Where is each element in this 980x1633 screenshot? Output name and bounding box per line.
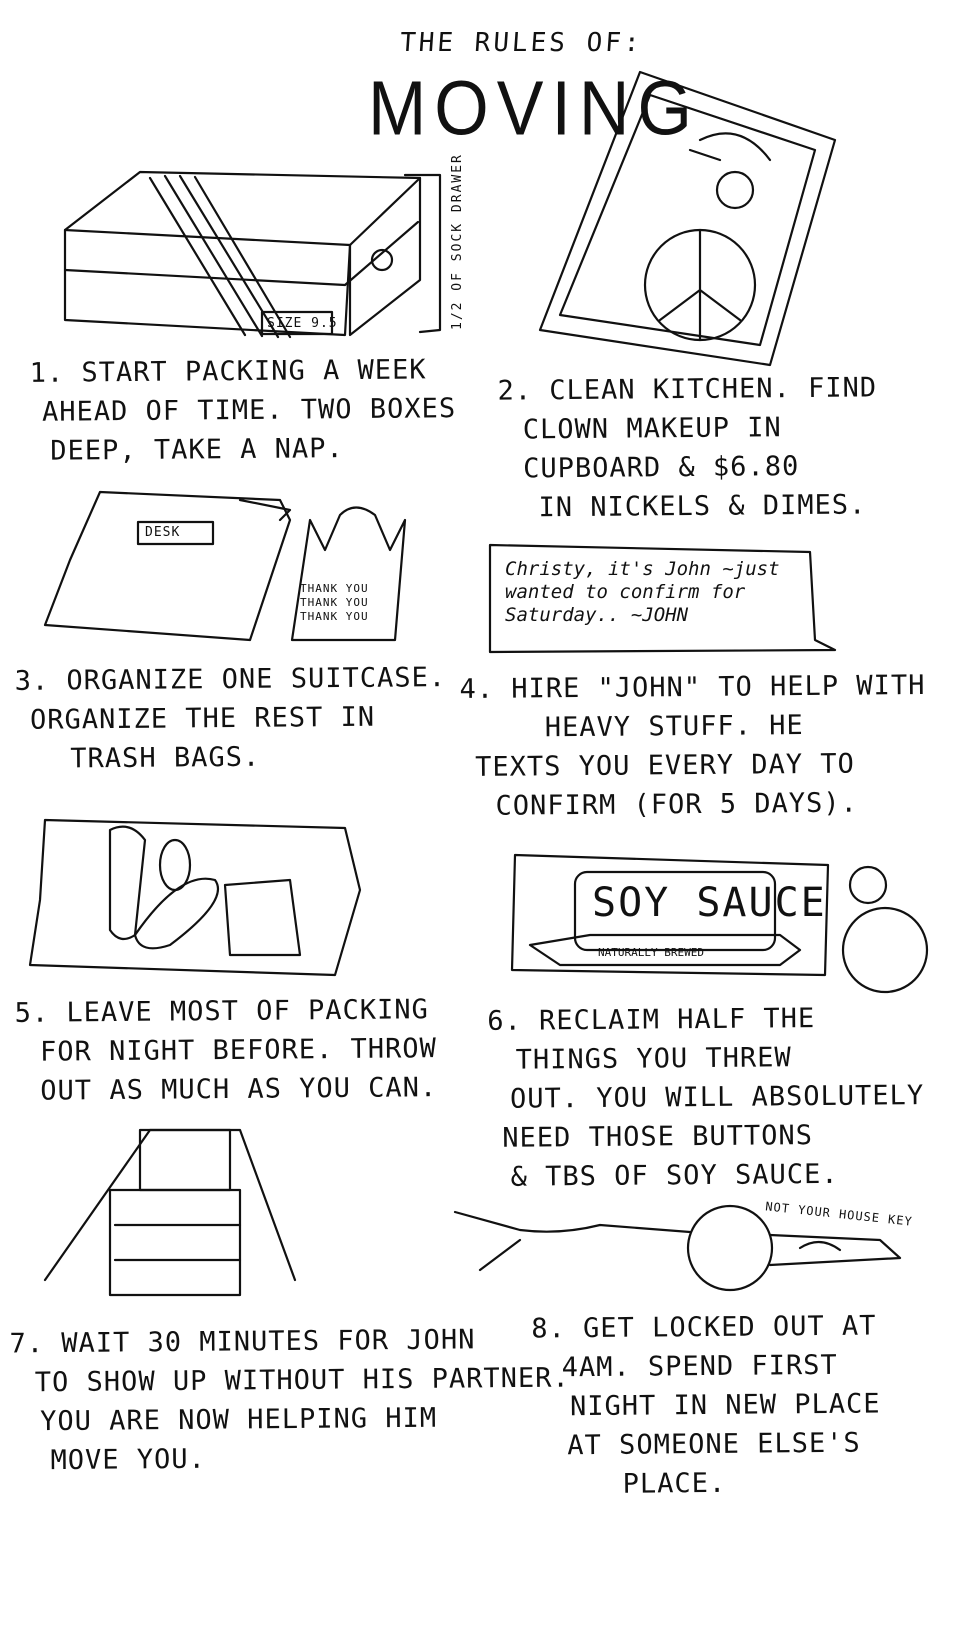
rule-line: YOU ARE NOW HELPING HIM (40, 1402, 438, 1438)
text-message-line: wanted to confirm for (505, 581, 746, 603)
suitcase-contents-drawing (28, 818, 362, 977)
thank-you-bag-text: THANK YOU THANK YOU THANK YOU (300, 582, 369, 624)
shoebox-drawing (63, 170, 442, 339)
bag-label: DESK (145, 525, 181, 540)
rule-line: 7. WAIT 30 MINUTES FOR JOHN (9, 1324, 476, 1360)
rule-line: AT SOMEONE ELSE'S (567, 1427, 861, 1462)
rule-6: 6. RECLAIM HALF THE THINGS YOU THREW OUT… (487, 998, 925, 1197)
rule-line: CLOWN MAKEUP IN (522, 412, 782, 446)
thank-you-line: THANK YOU (300, 582, 369, 595)
rule-line: 5. LEAVE MOST OF PACKING (14, 994, 429, 1029)
rule-8: 8. GET LOCKED OUT AT 4AM. SPEND FIRST NI… (531, 1306, 881, 1504)
rule-line: DEEP, TAKE A NAP. (50, 433, 344, 467)
rule-line: AHEAD OF TIME. TWO BOXES (41, 393, 457, 428)
rule-5: 5. LEAVE MOST OF PACKING FOR NIGHT BEFOR… (14, 990, 438, 1111)
rule-line: 8. GET LOCKED OUT AT (531, 1310, 877, 1345)
rule-line: TO SHOW UP WITHOUT HIS PARTNER. (34, 1362, 570, 1399)
title-small: THE RULES OF: (398, 28, 644, 58)
rule-7: 7. WAIT 30 MINUTES FOR JOHN TO SHOW UP W… (9, 1320, 570, 1481)
rule-line: ORGANIZE THE REST IN (29, 701, 376, 736)
clown-card-drawing (538, 70, 837, 367)
rule-line: 3. ORGANIZE ONE SUITCASE. (14, 662, 447, 697)
rule-line: FOR NIGHT BEFORE. THROW (39, 1033, 438, 1068)
shoebox-size-label: SIZE 9.5 (267, 316, 338, 331)
rule-line: TEXTS YOU EVERY DAY TO (475, 748, 855, 783)
thank-you-line: THANK YOU (300, 596, 369, 609)
rule-2: 2. CLEAN KITCHEN. FIND CLOWN MAKEUP IN C… (497, 368, 878, 527)
rule-1: 1. START PACKING A WEEK AHEAD OF TIME. T… (29, 350, 457, 471)
rule-line: NIGHT IN NEW PLACE (569, 1388, 881, 1423)
rule-line: IN NICKELS & DIMES. (538, 489, 867, 524)
rule-line: OUT. YOU WILL ABSOLUTELY (509, 1080, 925, 1115)
rule-line: & TBS OF SOY SAUCE. (510, 1158, 839, 1193)
page-title: MOVING (368, 65, 700, 151)
rule-line: MOVE YOU. (50, 1443, 206, 1477)
text-message: Christy, it's John ~just wanted to confi… (505, 558, 780, 627)
rule-line: CONFIRM (FOR 5 DAYS). (495, 787, 859, 822)
soy-sauce-banner: NATURALLY BREWED (598, 946, 704, 959)
trash-bag-drawing (43, 490, 292, 642)
rule-line: NEED THOSE BUTTONS (502, 1120, 814, 1154)
dresser-drawer-drawing (43, 1128, 297, 1297)
soy-sauce-title: SOY SAUCE (592, 880, 827, 926)
key-drawing (453, 1204, 902, 1292)
rule-line: TRASH BAGS. (70, 741, 261, 775)
soy-sauce-packet-drawing (510, 853, 929, 994)
rule-line: THINGS YOU THREW (515, 1042, 792, 1076)
rule-line: OUT AS MUCH AS YOU CAN. (40, 1072, 438, 1107)
rule-3: 3. ORGANIZE ONE SUITCASE. ORGANIZE THE R… (14, 658, 447, 779)
rule-line: 1. START PACKING A WEEK (29, 354, 427, 389)
thank-you-line: THANK YOU (300, 610, 369, 623)
rule-line: 4. HIRE "JOHN" TO HELP WITH (459, 669, 926, 706)
rule-line: HEAVY STUFF. HE (544, 710, 804, 744)
text-message-line: Christy, it's John ~just (505, 558, 780, 580)
rule-4: 4. HIRE "JOHN" TO HELP WITH HEAVY STUFF.… (459, 666, 926, 826)
rule-line: 6. RECLAIM HALF THE (487, 1003, 816, 1037)
rule-line: 2. CLEAN KITCHEN. FIND (497, 372, 878, 407)
text-bubble-drawing (488, 543, 837, 654)
rule-line: 4AM. SPEND FIRST (561, 1349, 838, 1384)
shoebox-note: 1/2 OF SOCK DRAWER (450, 153, 465, 330)
rule-line: PLACE. (622, 1467, 727, 1500)
text-message-line: Saturday.. ~JOHN (505, 604, 689, 626)
rule-line: CUPBOARD & $6.80 (523, 451, 800, 485)
thank-you-bag-drawing (290, 506, 407, 642)
